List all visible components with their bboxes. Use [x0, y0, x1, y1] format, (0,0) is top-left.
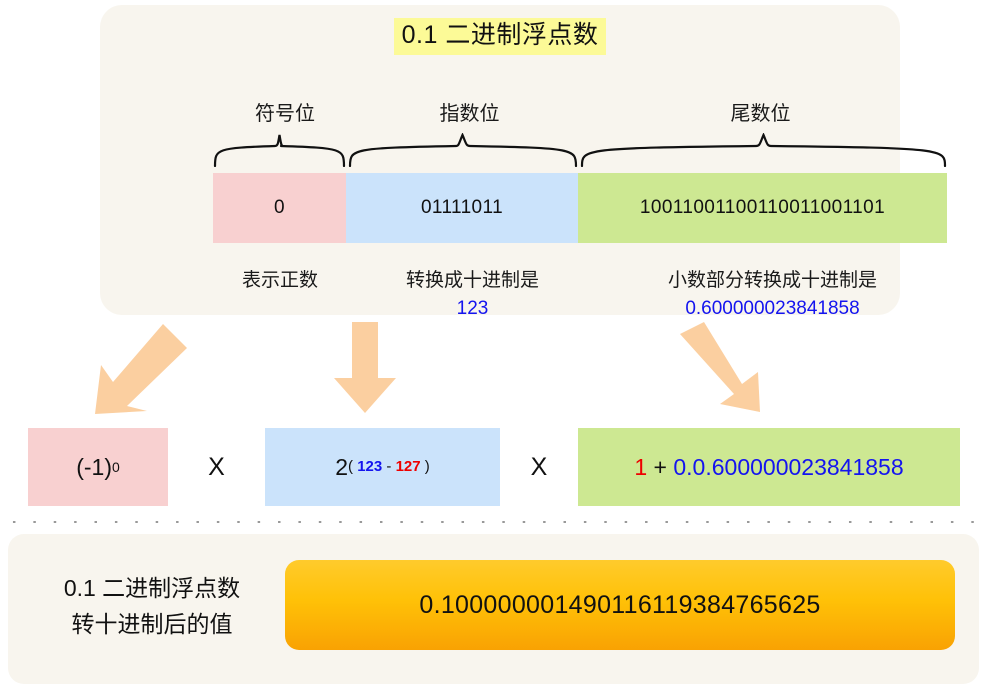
section-divider [4, 519, 983, 525]
result-label-line-1: 0.1 二进制浮点数 [63, 575, 241, 601]
caption-sign: 表示正数 [210, 267, 350, 295]
brace-mantissa-icon [580, 133, 947, 167]
caption-mantissa: 小数部分转换成十进制是 0.600000023841858 [595, 267, 950, 322]
field-heading-exponent: 指数位 [439, 103, 500, 125]
arrow-exponent-icon [330, 320, 400, 415]
caption-mantissa-value: 0.600000023841858 [685, 297, 860, 319]
field-heading-sign: 符号位 [255, 103, 315, 125]
arrow-mantissa-icon [672, 320, 782, 415]
formula-mant-leading: 1 [634, 453, 648, 480]
title-container: 0.1 二进制浮点数 [100, 18, 900, 56]
result-card: 0.1 二进制浮点数 转十进制后的值 0.1000000014901161193… [8, 534, 979, 684]
binary-breakdown-card: 0.1 二进制浮点数 符号位 指数位 尾数位 0 01111011 100110… [100, 5, 947, 319]
brace-sign-icon [213, 133, 346, 167]
bit-field-mantissa: 10011001100110011001101 [578, 173, 947, 243]
bit-field-exponent: 01111011 [346, 173, 578, 243]
formula-sign-base: (-1) [76, 453, 112, 480]
caption-mantissa-text: 小数部分转换成十进制是 [667, 270, 877, 291]
bit-field-sign: 0 [213, 173, 346, 243]
result-label: 0.1 二进制浮点数 转十进制后的值 [38, 571, 266, 642]
brace-exponent-icon [348, 133, 578, 167]
formula-mant-plus: + [653, 453, 667, 480]
formula-sign-box: (-1)0 [28, 428, 168, 506]
caption-sign-text: 表示正数 [241, 270, 318, 291]
caption-exponent-text: 转换成十进制是 [405, 270, 539, 291]
page-title: 0.1 二进制浮点数 [393, 18, 607, 56]
formula-operator-2: X [530, 452, 548, 481]
formula-exponent-box: 2( 123 - 127 ) [265, 428, 500, 506]
caption-exponent: 转换成十进制是 123 [350, 267, 595, 322]
caption-exponent-value: 123 [456, 297, 489, 319]
result-value-pill: 0.100000001490116119384765625 [285, 560, 955, 650]
arrow-sign-icon [75, 318, 195, 418]
formula-operator-1: X [208, 452, 225, 481]
field-heading-mantissa: 尾数位 [730, 103, 791, 125]
result-label-line-2: 转十进制后的值 [71, 610, 233, 637]
formula-mantissa-box: 1 + 0.0.600000023841858 [578, 428, 960, 506]
formula-mant-fraction: 0.0.600000023841858 [673, 453, 904, 480]
formula-exp-base: 2 [335, 453, 349, 480]
bit-field-row: 0 01111011 10011001100110011001101 [213, 173, 947, 243]
